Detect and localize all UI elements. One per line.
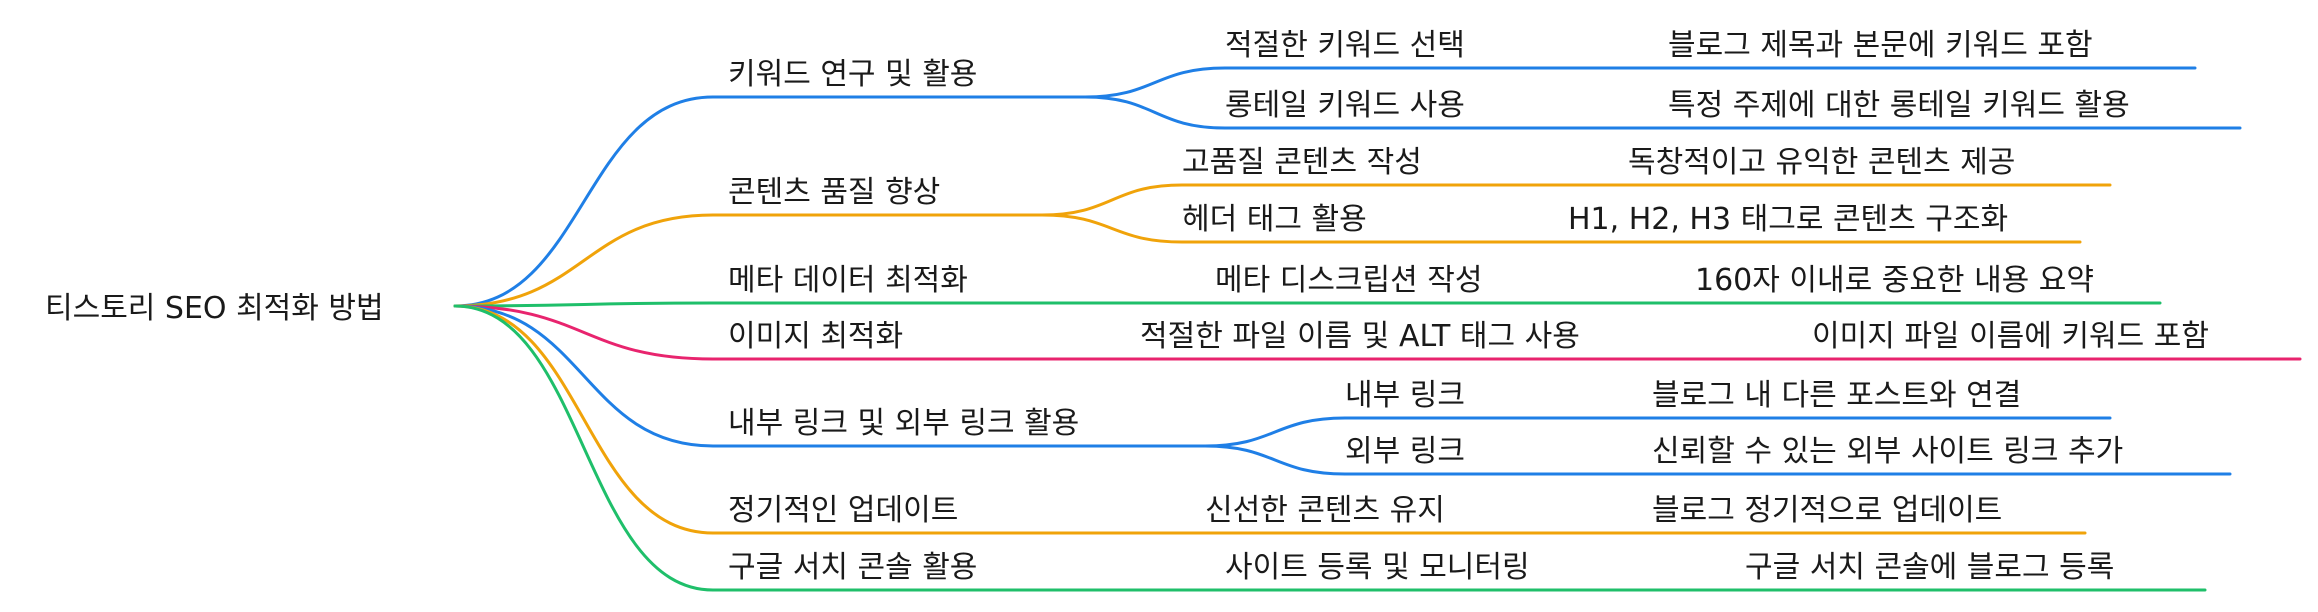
branch-label: 키워드 연구 및 활용: [728, 57, 977, 92]
child-connector: [1203, 416, 2112, 448]
child-label: 신선한 콘텐츠 유지: [1205, 493, 1445, 528]
branch-label: 콘텐츠 품질 향상: [728, 175, 940, 210]
detail-label: 블로그 제목과 본문에 키워드 포함: [1668, 28, 2093, 63]
child-connector: [1040, 213, 2082, 244]
branch-connector: [453, 304, 1207, 448]
child-label: 적절한 파일 이름 및 ALT 태그 사용: [1140, 319, 1580, 354]
child-label: 헤더 태그 활용: [1182, 202, 1367, 237]
branch-connector: [453, 304, 1112, 361]
branch-connector: [453, 304, 1202, 535]
branch-connector: [453, 301, 1202, 308]
child-connector: [1083, 66, 2197, 99]
child-label: 사이트 등록 및 모니터링: [1225, 550, 1530, 585]
child-label: 적절한 키워드 선택: [1225, 28, 1465, 63]
root-node-label: 티스토리 SEO 최적화 방법: [45, 291, 384, 326]
branch-label: 내부 링크 및 외부 링크 활용: [728, 406, 1079, 441]
child-label: 고품질 콘텐츠 작성: [1182, 145, 1422, 180]
child-label: 외부 링크: [1345, 434, 1465, 469]
detail-label: 구글 서치 콘솔에 블로그 등록: [1745, 550, 2114, 585]
detail-label: 블로그 정기적으로 업데이트: [1652, 493, 2002, 528]
child-label: 내부 링크: [1345, 378, 1465, 413]
branch-label: 정기적인 업데이트: [728, 493, 958, 528]
branch-connector: [453, 95, 1087, 308]
child-label: 메타 디스크립션 작성: [1215, 263, 1482, 298]
branch-connector: [453, 213, 1044, 308]
child-connector: [1203, 444, 2232, 476]
detail-label: 블로그 내 다른 포스트와 연결: [1652, 378, 2021, 413]
detail-label: 신뢰할 수 있는 외부 사이트 링크 추가: [1652, 434, 2123, 469]
detail-label: 이미지 파일 이름에 키워드 포함: [1812, 319, 2209, 354]
branch-connector: [453, 304, 1202, 592]
branch-label: 메타 데이터 최적화: [728, 263, 968, 298]
detail-label: 독창적이고 유익한 콘텐츠 제공: [1628, 145, 2015, 180]
child-connector: [1040, 183, 2112, 217]
detail-label: 160자 이내로 중요한 내용 요약: [1695, 263, 2094, 298]
branch-label: 이미지 최적화: [728, 319, 903, 354]
branch-label: 구글 서치 콘솔 활용: [728, 550, 977, 585]
detail-label: 특정 주제에 대한 롱테일 키워드 활용: [1668, 88, 2130, 123]
detail-label: H1, H2, H3 태그로 콘텐츠 구조화: [1568, 202, 2008, 237]
child-connector: [1083, 95, 2242, 130]
child-label: 롱테일 키워드 사용: [1225, 88, 1465, 123]
